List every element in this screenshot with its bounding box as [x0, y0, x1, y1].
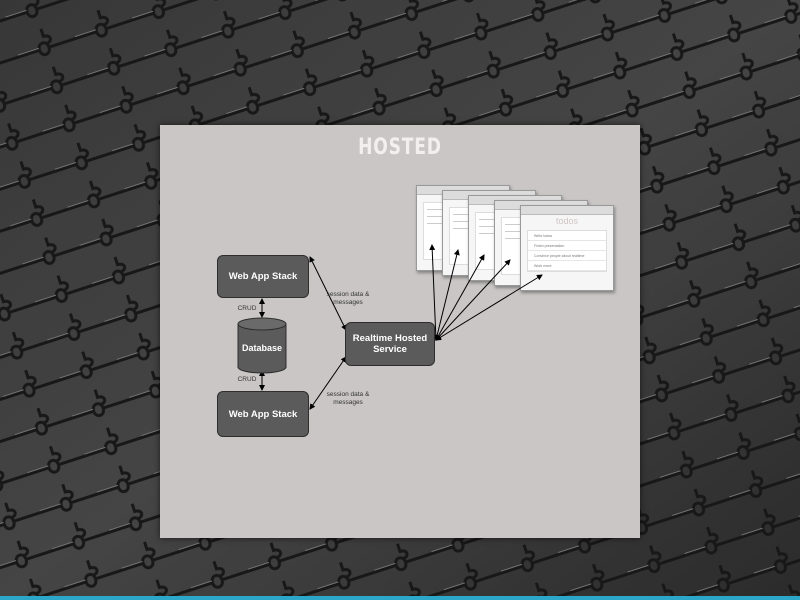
- web-app-stack-top: Web App Stack: [217, 255, 309, 298]
- connector-layer: [237, 244, 543, 410]
- crud-top-label: CRUD: [237, 305, 257, 312]
- todo-item: Finish presentation: [528, 241, 606, 251]
- slide-title: HOSTED: [358, 135, 442, 160]
- session-bottom-arrow: [309, 356, 347, 410]
- todo-item: Write todos: [528, 231, 606, 241]
- fanout-arrow: [435, 254, 485, 341]
- database-label: Database: [241, 343, 283, 353]
- realtime-hosted-service: Realtime Hosted Service: [345, 322, 435, 366]
- slide: HOSTED todos Write todos Finish presenta…: [160, 125, 640, 538]
- todo-item: Convince people about realtime: [528, 251, 606, 261]
- fanout-arrow: [435, 259, 511, 341]
- todo-title: todos: [555, 216, 579, 226]
- fanout-arrow: [435, 274, 543, 341]
- session-top-arrow: [309, 256, 347, 331]
- web-app-stack-bottom: Web App Stack: [217, 391, 309, 437]
- fanout-arrow: [434, 249, 460, 341]
- todo-item: Work more: [528, 261, 606, 271]
- session-bottom-label: session data & messages: [326, 391, 370, 406]
- progress-bar: [0, 596, 800, 600]
- crud-bottom-label: CRUD: [237, 376, 257, 383]
- session-top-label: session data & messages: [326, 291, 370, 306]
- database-cylinder: [237, 317, 287, 374]
